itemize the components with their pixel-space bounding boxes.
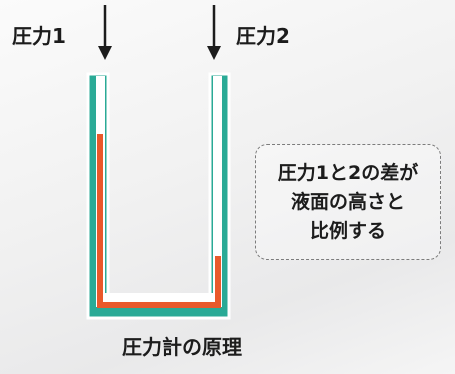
diagram-caption: 圧力計の原理 xyxy=(122,335,242,359)
pressure-2-arrow-icon xyxy=(207,5,221,60)
pressure-2-label: 圧力2 xyxy=(236,24,290,48)
explanation-note: 圧力1と2の差が 液面の高さと 比例する xyxy=(255,144,441,260)
note-line: 圧力1と2の差が xyxy=(277,161,419,184)
pressure-1-label: 圧力1 xyxy=(12,24,66,48)
liquid-column xyxy=(97,134,221,308)
pressure-1-arrow-icon xyxy=(98,5,112,60)
note-line: 液面の高さと xyxy=(290,190,405,213)
note-line: 比例する xyxy=(309,219,386,242)
u-tube xyxy=(86,72,231,320)
